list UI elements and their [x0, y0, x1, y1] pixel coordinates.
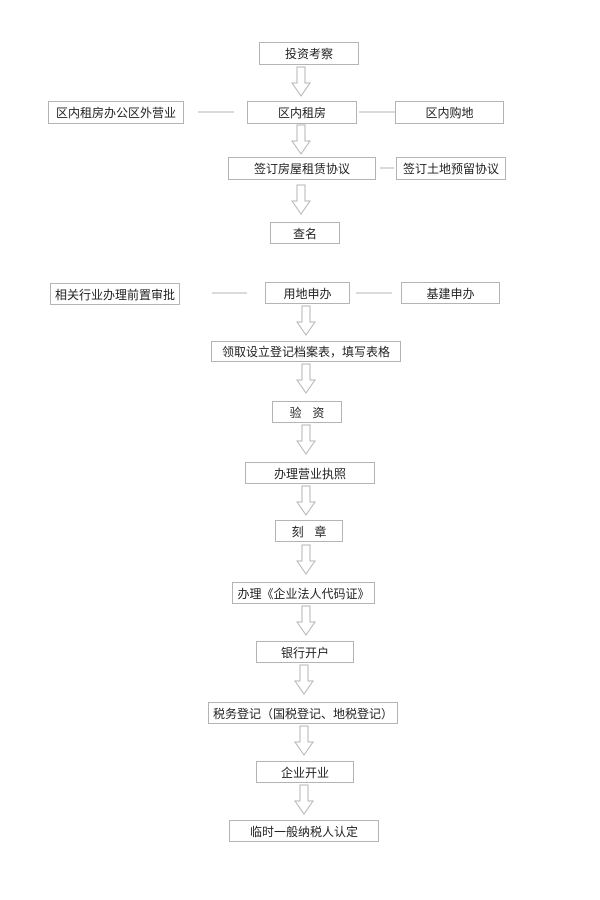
node-fangwu: 签订房屋租赁协议	[228, 157, 376, 180]
down-arrow-icon	[296, 363, 316, 394]
node-zufang: 区内租房	[247, 101, 357, 124]
node-lingqu: 领取设立登记档案表，填写表格	[211, 341, 401, 362]
down-arrow-icon	[291, 66, 311, 97]
node-touzi: 投资考察	[259, 42, 359, 65]
down-arrow-icon	[294, 725, 314, 756]
node-left1: 区内租房办公区外营业	[48, 101, 184, 124]
down-arrow-icon	[296, 424, 316, 455]
down-arrow-icon	[291, 124, 311, 155]
node-jijian: 基建申办	[401, 282, 500, 304]
node-nashui: 临时一般纳税人认定	[229, 820, 379, 842]
down-arrow-icon	[294, 784, 314, 815]
node-left2: 相关行业办理前置审批	[50, 283, 180, 305]
node-daima: 办理《企业法人代码证》	[232, 582, 375, 604]
node-chaming: 查名	[270, 222, 340, 244]
down-arrow-icon	[291, 184, 311, 215]
node-kezhang: 刻章	[275, 520, 343, 542]
node-goudi: 区内购地	[395, 101, 504, 124]
node-yinhang: 银行开户	[256, 641, 354, 663]
node-kaiye: 企业开业	[256, 761, 354, 783]
down-arrow-icon	[296, 605, 316, 636]
node-yingye: 办理营业执照	[245, 462, 375, 484]
node-yongdi: 用地申办	[265, 282, 350, 304]
down-arrow-icon	[294, 664, 314, 695]
node-tudi: 签订土地预留协议	[396, 157, 506, 180]
down-arrow-icon	[296, 485, 316, 516]
node-shuiwu: 税务登记（国税登记、地税登记）	[208, 702, 398, 724]
node-yanzi: 验资	[272, 401, 342, 423]
down-arrow-icon	[296, 305, 316, 336]
down-arrow-icon	[296, 544, 316, 575]
